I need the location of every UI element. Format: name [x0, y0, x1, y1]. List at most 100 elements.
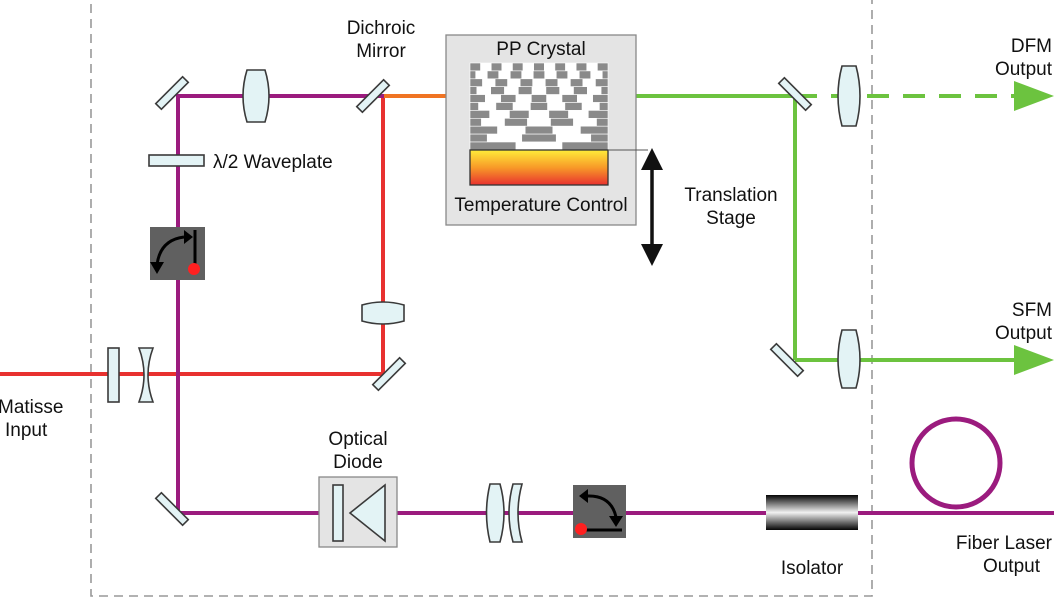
crystal-domain [601, 70, 609, 80]
crystal-domain [476, 86, 491, 95]
crystal-domain [501, 62, 513, 72]
crystal-domain [564, 102, 583, 111]
bottom-lens-convex [485, 483, 505, 543]
crystal-domain [531, 94, 547, 103]
lens-sfm [837, 329, 861, 389]
crystal-domain [586, 86, 602, 95]
enclosure-box [90, 0, 873, 597]
translation-label-2: Stage [706, 208, 756, 229]
crystal-domain [547, 102, 566, 111]
translation-label-1: Translation [684, 185, 777, 206]
pp-crystal-grid [469, 62, 609, 151]
crystal-domain [595, 78, 609, 88]
crystal-domain [561, 141, 609, 151]
mirror-sfm [769, 342, 805, 378]
fiber-label-1: Fiber Laser [956, 533, 1053, 554]
crystal-domain [555, 70, 569, 80]
matisse-label-2: Input [5, 420, 48, 441]
crystal-domain [521, 70, 534, 80]
sfm-label-2: Output [995, 323, 1053, 344]
crystal-domain [509, 110, 530, 119]
crystal-domain [480, 62, 492, 72]
crystal-domain [515, 94, 532, 103]
crystal-domain [570, 78, 584, 88]
crystal-domain [507, 78, 521, 88]
crystal-domain [565, 62, 577, 72]
crystal-domain [521, 133, 557, 143]
crystal-domain [532, 78, 546, 88]
optical-diode-label-2: Diode [333, 452, 383, 473]
crystal-domain [552, 125, 581, 135]
rotate-arrow-icon [586, 494, 618, 518]
dfm-label-1: DFM [1011, 36, 1052, 57]
optical-diode [318, 476, 398, 548]
crystal-domain [532, 70, 546, 80]
crystal-domain [469, 102, 479, 111]
crystal-domain [469, 62, 481, 72]
crystal-domain [568, 110, 589, 119]
output-beams [608, 94, 1016, 362]
crystal-domain [522, 62, 535, 72]
mirror-top-left [154, 75, 190, 111]
crystal-domain [555, 133, 592, 143]
crystal-domain [544, 78, 559, 88]
matisse-label-1: Matisse [0, 397, 63, 418]
waveplate-label: λ/2 Waveplate [213, 152, 333, 173]
crystal-domain [504, 118, 528, 127]
lens-red-vertical [361, 301, 405, 325]
crystal-domain [497, 125, 526, 135]
pp-crystal-label: PP Crystal [496, 39, 585, 60]
crystal-domain [469, 141, 517, 151]
beam-switch-lower [573, 485, 626, 538]
crystal-domain [531, 86, 547, 95]
crystal-domain [567, 70, 580, 80]
crystal-domain [592, 94, 609, 103]
temperature-control-label: Temperature Control [454, 195, 627, 216]
crystal-domain [486, 133, 523, 143]
crystal-domain [544, 70, 557, 80]
crystal-domain [469, 78, 483, 88]
crystal-domain [548, 110, 569, 119]
dfm-arrow-icon [1014, 81, 1054, 111]
mirror-bottom-left [154, 491, 190, 527]
crystal-domain [478, 102, 497, 111]
crystal-domain [590, 70, 603, 80]
fiber-coil-icon [909, 416, 1003, 510]
lens-top [242, 69, 270, 123]
optical-diode-label-1: Optical [328, 429, 387, 450]
crystal-domain [582, 78, 596, 88]
crystal-domain [469, 86, 478, 95]
crystal-domain [600, 86, 609, 95]
crystal-domain [546, 94, 563, 103]
crystal-domain [530, 102, 548, 111]
crystal-domain [469, 110, 491, 119]
dfm-label-2: Output [995, 59, 1053, 80]
crystal-domain [599, 102, 609, 111]
crystal-domain [527, 118, 551, 127]
crystal-domain [485, 94, 501, 103]
crystal-domain [509, 70, 523, 80]
crystal-domain [554, 62, 566, 72]
double-arrow-icon [641, 148, 663, 266]
dichroic-label-2: Mirror [356, 41, 406, 62]
half-waveplate [148, 154, 205, 167]
crystal-domain [469, 118, 482, 127]
crystal-domain [490, 62, 503, 72]
crystal-domain [545, 86, 561, 95]
dichroic-mirror [355, 78, 391, 114]
lens-dfm [837, 65, 861, 127]
crystal-domain [587, 110, 609, 119]
beam-switch-upper [150, 227, 205, 280]
crystal-domain [512, 62, 524, 72]
crystal-domain [581, 102, 600, 111]
sfm-arrow-icon [1014, 345, 1054, 375]
crystal-domain [489, 110, 510, 119]
crystal-domain [475, 70, 488, 80]
crystal-panel [445, 34, 648, 226]
crystal-domain [524, 125, 554, 135]
crystal-domain [528, 110, 550, 119]
crystal-domain [481, 118, 505, 127]
crystal-domain [486, 70, 500, 80]
crystal-domain [577, 94, 593, 103]
